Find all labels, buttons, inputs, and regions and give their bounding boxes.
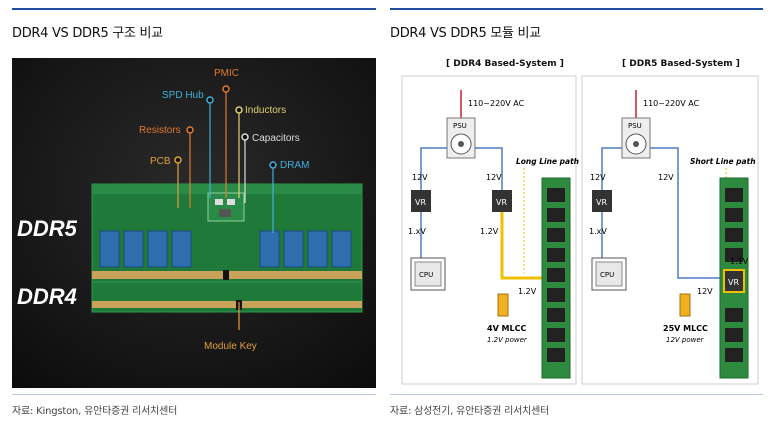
ddr5-ac-label: 110~220V AC — [643, 99, 700, 108]
ddr5-cpu-voltage: 1.xV — [589, 227, 607, 236]
capacitors-label: Capacitors — [252, 133, 300, 144]
right-title: DDR4 VS DDR5 모듈 비교 — [390, 26, 541, 41]
ddr5-module — [91, 183, 363, 285]
ddr5-dimm-voltage: 1.1V — [730, 257, 749, 266]
pcb-label: PCB — [150, 156, 171, 167]
left-bottom-rule — [12, 394, 376, 395]
ddr4-ac-label: 110~220V AC — [468, 99, 525, 108]
resistors-label: Resistors — [139, 125, 181, 136]
ddr5-label: DDR5 — [17, 216, 78, 241]
ddr4-psu-label: PSU — [453, 122, 467, 130]
ddr5-rail-voltage: 12V — [697, 287, 713, 296]
ddr4-module — [91, 281, 363, 313]
ddr4-12v-right: 12V — [486, 173, 502, 182]
ddr5-vr-label: VR — [596, 198, 607, 207]
ddr5-path-label: Short Line path — [690, 157, 756, 166]
ddr5-dimm-vr-label: VR — [728, 278, 739, 287]
right-top-rule — [390, 8, 763, 10]
ddr4-path-label: Long Line path — [516, 157, 579, 166]
ddr5-panel-heading: [ DDR5 Based-System ] — [622, 59, 740, 69]
ddr4-12v-left: 12V — [412, 173, 428, 182]
pmic-label: PMIC — [214, 68, 239, 79]
ddr5-panel: 110~220V AC PSU 12V 12V VR 1.xV Short Li… — [589, 90, 756, 379]
ddr5-mlcc-label: 25V MLCC — [663, 324, 708, 333]
ddr4-cpu-label: CPU — [419, 271, 433, 279]
ddr4-panel: 110~220V AC PSU 12V 12V VR VR 1.xV 1.2V … — [408, 90, 579, 379]
ddr4-label: DDR4 — [17, 284, 77, 309]
ddr5-mlcc-sub: 12V power — [666, 336, 705, 344]
ddr5-cpu-label: CPU — [600, 271, 614, 279]
ddr4-cpu-voltage: 1.xV — [408, 227, 426, 236]
inductors-label: Inductors — [245, 105, 286, 116]
ddr-module-figure: [ DDR4 Based-System ] [ DDR5 Based-Syste… — [401, 59, 759, 385]
ddr4-rail-voltage: 1.2V — [518, 287, 537, 296]
ddr4-mlcc-label: 4V MLCC — [487, 324, 526, 333]
ddr4-ram-voltage: 1.2V — [480, 227, 499, 236]
left-title: DDR4 VS DDR5 구조 비교 — [12, 26, 163, 41]
ddr5-12v-left: 12V — [590, 173, 606, 182]
right-bottom-rule — [390, 394, 763, 395]
ddr5-12v-right: 12V — [658, 173, 674, 182]
ddr4-mlcc-sub: 1.2V power — [487, 336, 528, 344]
dram-label: DRAM — [280, 160, 309, 171]
left-source: 자료: Kingston, 유안타증권 리서치센터 — [12, 406, 178, 417]
left-top-rule — [12, 8, 376, 10]
right-source: 자료: 삼성전기, 유안타증권 리서치센터 — [390, 406, 550, 417]
ddr4-vr2-label: VR — [496, 198, 507, 207]
spd-hub-label: SPD Hub — [162, 90, 204, 101]
ddr4-vr-label: VR — [415, 198, 426, 207]
ddr5-psu-label: PSU — [628, 122, 642, 130]
module-key-label: Module Key — [204, 341, 257, 352]
ddr-structure-figure: PMIC SPD Hub Inductors Resistors Capacit… — [12, 58, 376, 388]
ddr4-panel-heading: [ DDR4 Based-System ] — [446, 59, 564, 69]
